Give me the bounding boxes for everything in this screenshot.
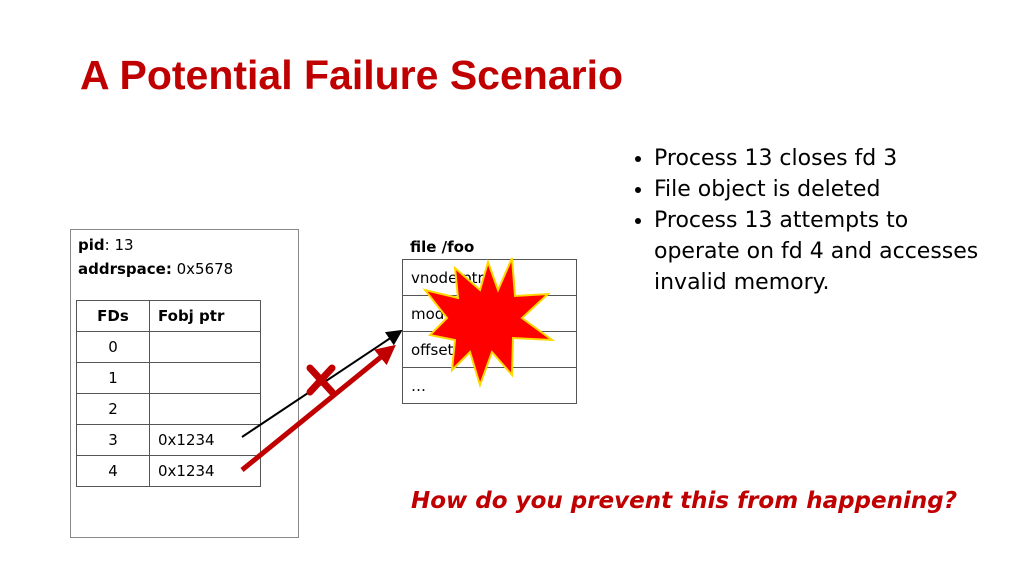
process-box: pid: 13 addrspace: 0x5678 — [70, 229, 299, 538]
table-row: 2 — [76, 393, 261, 425]
addrspace-value: 0x5678 — [171, 260, 234, 278]
pid-line: pid: 13 — [78, 236, 134, 254]
bullet-item: Process 13 attempts to operate on fd 4 a… — [654, 205, 988, 298]
x-mark-icon — [306, 364, 336, 396]
fd-cell: 2 — [76, 393, 150, 425]
file-label: file /foo — [410, 238, 475, 256]
pointer-arrow-fd4 — [240, 344, 396, 472]
ptr-cell — [149, 362, 261, 394]
addrspace-line: addrspace: 0x5678 — [78, 260, 233, 278]
bullet-list: Process 13 closes fd 3 File object is de… — [628, 143, 988, 298]
fd-cell: 0 — [76, 331, 150, 363]
pid-label: pid — [78, 236, 105, 254]
pid-value: : 13 — [104, 236, 134, 254]
table-row: 0 — [76, 331, 261, 363]
ptr-cell — [149, 331, 261, 363]
bullet-item: Process 13 closes fd 3 — [654, 143, 988, 174]
table-row: … — [402, 367, 577, 404]
fd-cell: 1 — [76, 362, 150, 394]
ptr-cell: 0x1234 — [149, 424, 261, 456]
header-fds: FDs — [76, 300, 150, 332]
table-row: 1 — [76, 362, 261, 394]
ptr-cell: 0x1234 — [149, 455, 261, 487]
explosion-icon — [422, 257, 556, 389]
header-fobj: Fobj ptr — [149, 300, 261, 332]
addrspace-label: addrspace: — [78, 260, 172, 278]
question-text: How do you prevent this from happening? — [411, 488, 958, 514]
slide-title: A Potential Failure Scenario — [80, 52, 624, 98]
bullet-item: File object is deleted — [654, 174, 988, 205]
field-cell: … — [402, 367, 577, 404]
